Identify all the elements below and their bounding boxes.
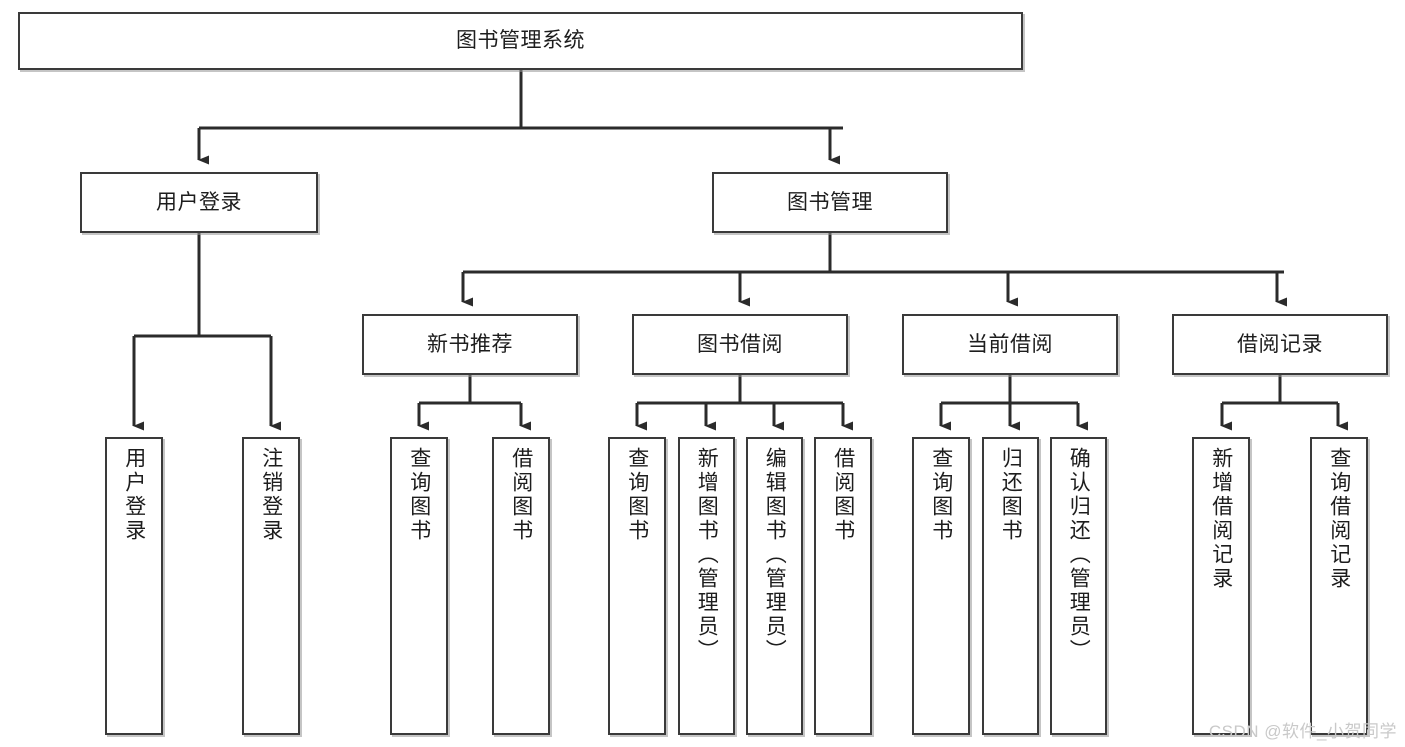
leaf-borrow-edit-book[interactable]: 编辑图书（管理员） — [746, 437, 803, 735]
node-label: 注销登录 — [259, 447, 283, 543]
node-label: 当前借阅 — [967, 332, 1053, 356]
node-label: 新增借阅记录 — [1209, 447, 1233, 591]
leaf-record-query-record[interactable]: 查询借阅记录 — [1310, 437, 1368, 735]
node-label: 编辑图书（管理员） — [763, 447, 787, 663]
node-label: 借阅记录 — [1237, 332, 1323, 356]
node-borrow-record[interactable]: 借阅记录 — [1172, 314, 1388, 375]
node-label: 图书管理系统 — [456, 29, 585, 53]
node-user-login[interactable]: 用户登录 — [80, 172, 318, 233]
node-label: 确认归还（管理员） — [1067, 447, 1091, 663]
leaf-user-login-logout[interactable]: 注销登录 — [242, 437, 300, 735]
node-label: 借阅图书 — [509, 447, 533, 543]
node-book-management[interactable]: 图书管理 — [712, 172, 948, 233]
node-new-book-recommend[interactable]: 新书推荐 — [362, 314, 578, 375]
node-book-borrow[interactable]: 图书借阅 — [632, 314, 848, 375]
leaf-borrow-add-book[interactable]: 新增图书（管理员） — [678, 437, 735, 735]
node-label: 新增图书（管理员） — [695, 447, 719, 663]
node-label: 归还图书 — [999, 447, 1023, 543]
node-label: 借阅图书 — [831, 447, 855, 543]
node-label: 查询图书 — [625, 447, 649, 543]
node-label: 图书管理 — [787, 190, 873, 214]
leaf-borrow-query-book[interactable]: 查询图书 — [608, 437, 666, 735]
leaf-current-confirm-return[interactable]: 确认归还（管理员） — [1050, 437, 1107, 735]
node-label: 查询图书 — [407, 447, 431, 543]
node-label: 查询图书 — [929, 447, 953, 543]
leaf-record-add-record[interactable]: 新增借阅记录 — [1192, 437, 1250, 735]
leaf-current-query-book[interactable]: 查询图书 — [912, 437, 970, 735]
node-current-borrow[interactable]: 当前借阅 — [902, 314, 1118, 375]
leaf-current-return-book[interactable]: 归还图书 — [982, 437, 1039, 735]
node-label: 用户登录 — [122, 447, 146, 543]
leaf-recommend-query-book[interactable]: 查询图书 — [390, 437, 448, 735]
node-label: 用户登录 — [156, 190, 242, 214]
node-root-system[interactable]: 图书管理系统 — [18, 12, 1023, 70]
leaf-recommend-borrow-book[interactable]: 借阅图书 — [492, 437, 550, 735]
leaf-user-login-login[interactable]: 用户登录 — [105, 437, 163, 735]
node-label: 图书借阅 — [697, 332, 783, 356]
leaf-borrow-borrow-book[interactable]: 借阅图书 — [814, 437, 872, 735]
node-label: 查询借阅记录 — [1327, 447, 1351, 591]
node-label: 新书推荐 — [427, 332, 513, 356]
